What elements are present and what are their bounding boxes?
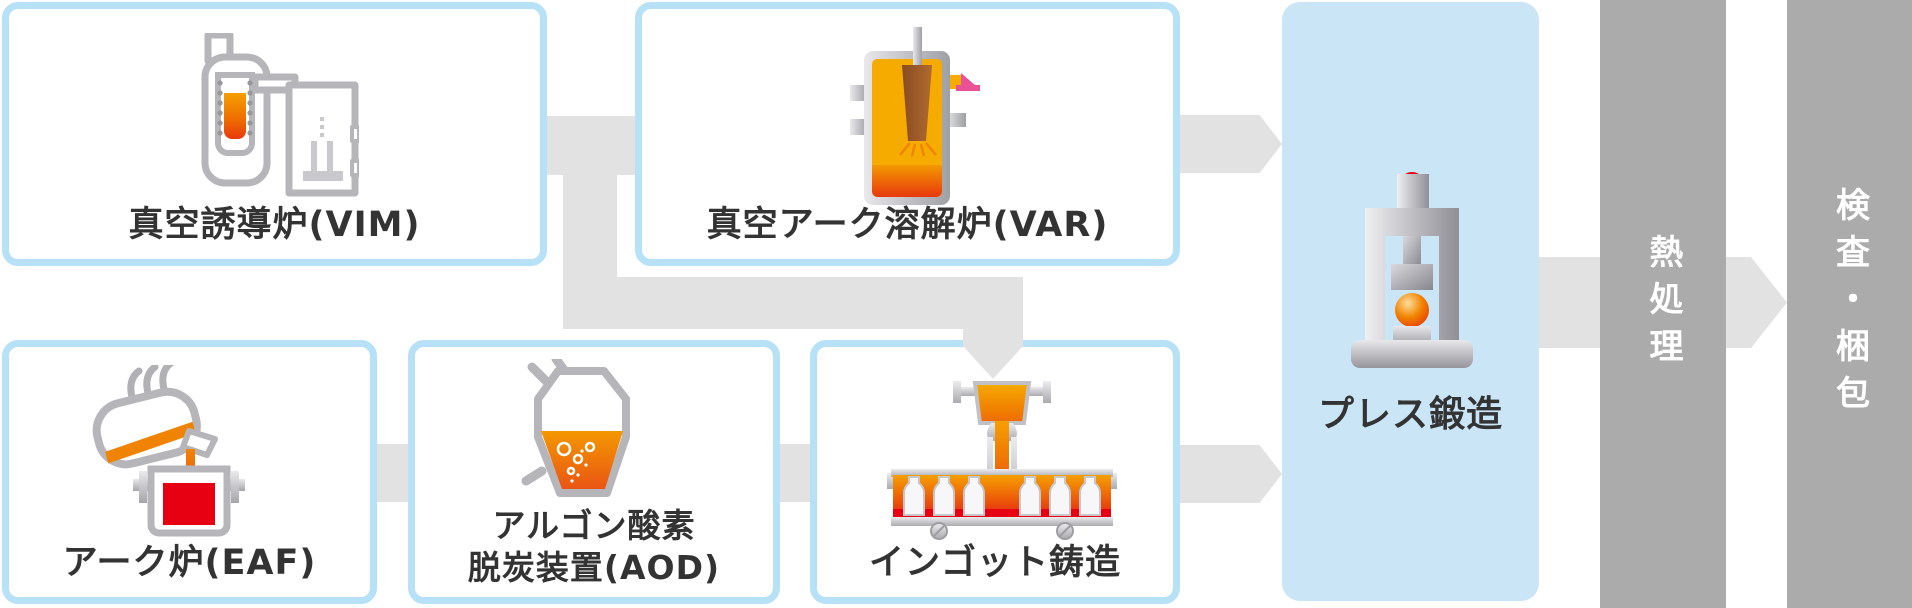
card-vim: 真空誘導炉(VIM) [2,2,547,266]
card-var: 真空アーク溶解炉(VAR) [635,2,1180,266]
arrow-heat-to-inspect-icon [1725,257,1787,348]
eaf-furnace-icon [89,359,249,541]
stage-bar-heat-label: 熱処理 [1643,233,1683,375]
card-eaf: アーク炉(EAF) [2,340,377,604]
stage-bar-inspection-packing: 検査・梱包 [1787,0,1912,608]
connector-press-to-heat [1538,257,1601,348]
stage-bar-inspect-label: 検査・梱包 [1829,186,1870,422]
press-forging-icon [1345,172,1479,368]
arrow-ingot-to-press-icon [1180,445,1282,503]
card-aod-label-line2: 脱炭装置(AOD) [467,547,721,587]
connector-branch-horizontal [563,277,1023,329]
var-furnace-icon [850,27,985,211]
ingot-casting-icon [887,375,1117,541]
card-press: プレス鍛造 [1282,2,1539,601]
card-var-label: 真空アーク溶解炉(VAR) [706,205,1109,245]
card-vim-label: 真空誘導炉(VIM) [128,205,421,245]
stage-bar-heat-treatment: 熱処理 [1600,0,1726,608]
card-aod: アルゴン酸素脱炭装置(AOD) [408,340,780,604]
card-eaf-label: アーク炉(EAF) [62,543,317,583]
vim-furnace-icon [197,31,361,197]
card-press-label: プレス鍛造 [1317,394,1503,435]
card-aod-label: アルゴン酸素脱炭装置(AOD) [415,505,773,589]
card-ingot: インゴット鋳造 [810,340,1180,604]
card-aod-label-line1: アルゴン酸素 [492,505,696,545]
arrow-var-to-press-icon [1180,115,1282,173]
aod-vessel-icon [512,354,652,519]
card-ingot-label: インゴット鋳造 [868,543,1121,583]
